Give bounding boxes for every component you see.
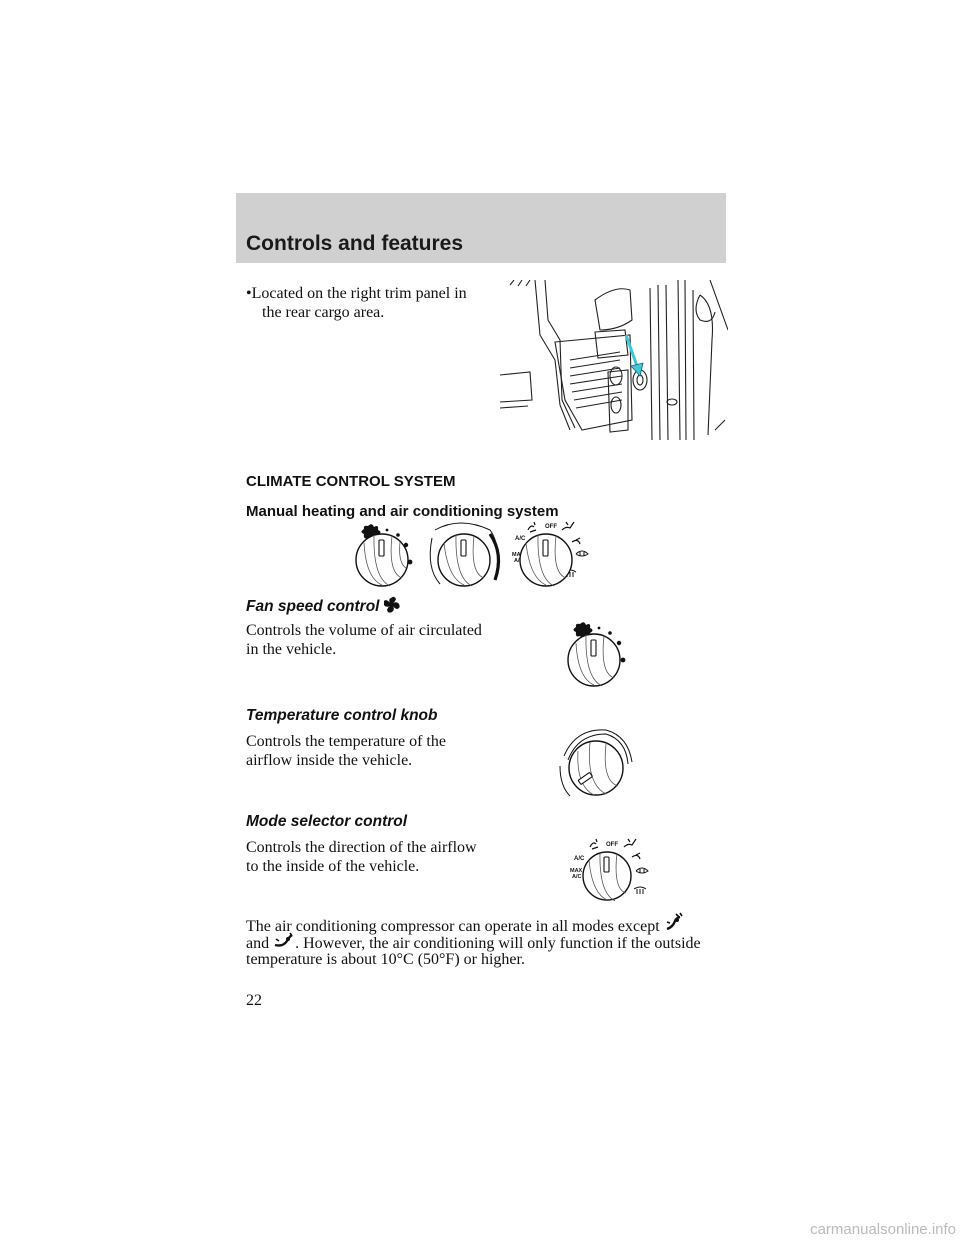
- floor-icon: [571, 537, 581, 545]
- panel-mode-icon: [666, 912, 683, 931]
- bilevel-icon: [561, 521, 575, 531]
- fan-speed-knob: [355, 524, 413, 587]
- label-max: MAX: [512, 552, 525, 558]
- label-max-ac: A/C: [514, 558, 524, 564]
- temperature-knob-illustration: [559, 729, 633, 797]
- temperature-title: Temperature control knob: [246, 707, 438, 724]
- footer-bar: carmanualsonline.info: [0, 1216, 960, 1242]
- mode-selector-knob-illustration: OFF A/C MAX A/C: [570, 838, 649, 902]
- page-number: 22: [246, 992, 262, 1009]
- mode-desc-line-2: to the inside of the vehicle.: [246, 858, 420, 875]
- compressor-line-1: The air conditioning compressor can oper…: [246, 911, 686, 936]
- mode-label-max-ac: A/C: [572, 874, 582, 880]
- temperature-desc-line-2: airflow inside the vehicle.: [246, 752, 413, 769]
- watermark-text: carmanualsonline.info: [810, 1221, 956, 1238]
- panel-vent-icon: [527, 521, 537, 533]
- fan-desc-line-1: Controls the volume of air circulated: [246, 622, 482, 639]
- floor-mode-icon: [274, 932, 293, 947]
- temperature-desc-line-1: Controls the temperature of the: [246, 733, 446, 750]
- label-ac: A/C: [515, 536, 526, 542]
- fan-speed-title-text: Fan speed control: [246, 598, 380, 615]
- compressor-line-2-prefix: and: [246, 935, 270, 952]
- cargo-area-illustration: [500, 280, 728, 441]
- mode-label-off: OFF: [606, 842, 618, 848]
- climate-control-panel-illustration: OFF A/C MAX A/C: [355, 521, 589, 587]
- compressor-line-1-text: The air conditioning compressor can oper…: [246, 918, 660, 935]
- bullet-line-1: Located on the right trim panel in: [251, 285, 467, 302]
- bullet-line-2: the rear cargo area.: [262, 304, 385, 321]
- compressor-line-3: temperature is about 10°C (50°F) or high…: [246, 951, 525, 968]
- location-arrow: [624, 334, 644, 377]
- header-band: [236, 193, 726, 263]
- floor-defrost-icon: [575, 550, 589, 557]
- mode-label-ac: A/C: [574, 856, 585, 862]
- compressor-line-2-suffix: . However, the air conditioning will onl…: [295, 935, 701, 952]
- fan-desc-line-2: in the vehicle.: [246, 641, 337, 658]
- mode-title: Mode selector control: [246, 813, 408, 830]
- compressor-line-2: and . However, the air conditioning will…: [246, 931, 701, 953]
- climate-section-title: CLIMATE CONTROL SYSTEM: [246, 473, 456, 490]
- bullet-item: •Located on the right trim panel in: [246, 284, 467, 303]
- temperature-knob: [429, 522, 501, 587]
- fan-speed-title: Fan speed control: [246, 596, 402, 616]
- label-off: OFF: [545, 524, 557, 530]
- mode-selector-knob: OFF A/C MAX A/C: [512, 521, 589, 587]
- page-title: Controls and features: [246, 232, 464, 255]
- fan-speed-knob-illustration: [567, 622, 626, 687]
- bullet-symbol: •: [246, 285, 252, 302]
- climate-subsection-title: Manual heating and air conditioning syst…: [246, 503, 559, 520]
- fan-icon: [383, 596, 400, 613]
- mode-desc-line-1: Controls the direction of the airflow: [246, 839, 477, 856]
- mode-label-max: MAX: [570, 868, 583, 874]
